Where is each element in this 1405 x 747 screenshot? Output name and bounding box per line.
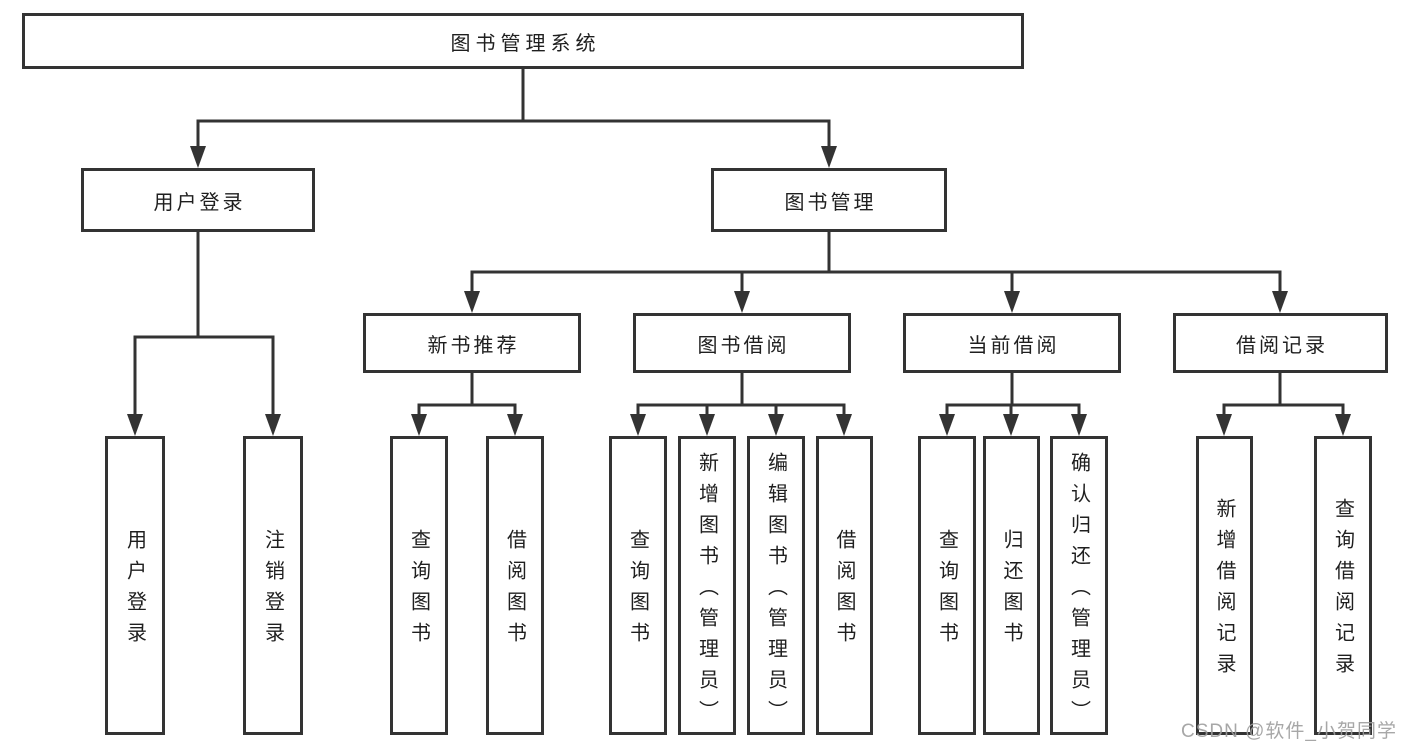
arrowhead [507, 414, 523, 436]
connector-borrow-records-split [1222, 373, 1345, 418]
leaf-cb-return-books-label: 归还图书 [1000, 529, 1022, 653]
arrowhead [1004, 291, 1020, 313]
leaf-cb-query-books: 查询图书 [918, 436, 976, 735]
leaf-bb-edit-books-admin-label: 编辑图书（管理员） [764, 451, 787, 731]
node-current-borrow: 当前借阅 [903, 313, 1121, 373]
leaf-br-add-record: 新增借阅记录 [1196, 436, 1253, 735]
arrowhead [734, 291, 750, 313]
arrowhead [1216, 414, 1232, 436]
arrowhead [127, 414, 143, 436]
node-user-login-label: 用户登录 [153, 191, 246, 214]
leaf-logout: 注销登录 [243, 436, 303, 735]
arrowhead [821, 146, 837, 168]
node-new-book-rec: 新书推荐 [363, 313, 581, 373]
arrowheads [127, 146, 1351, 436]
leaf-br-query-record: 查询借阅记录 [1314, 436, 1372, 735]
leaf-br-add-record-label: 新增借阅记录 [1213, 498, 1235, 684]
connector-book-borrow-split [636, 373, 846, 418]
arrowhead [190, 146, 206, 168]
arrowhead [1003, 414, 1019, 436]
node-user-login: 用户登录 [81, 168, 315, 232]
leaf-rec-borrow-books: 借阅图书 [486, 436, 544, 735]
leaf-bb-query-books: 查询图书 [609, 436, 667, 735]
arrowhead [768, 414, 784, 436]
node-current-borrow-label: 当前借阅 [967, 334, 1060, 357]
leaf-rec-query-books: 查询图书 [390, 436, 448, 735]
leaf-cb-confirm-return-admin-label: 确认归还（管理员） [1067, 451, 1090, 731]
connector-root-split [196, 69, 831, 150]
node-book-borrow-label: 图书借阅 [697, 334, 790, 357]
leaf-bb-borrow-books: 借阅图书 [816, 436, 873, 735]
leaf-bb-edit-books-admin: 编辑图书（管理员） [747, 436, 805, 735]
leaf-cb-confirm-return-admin: 确认归还（管理员） [1050, 436, 1108, 735]
connector-book-mgmt-split [470, 232, 1282, 295]
arrowhead [1335, 414, 1351, 436]
node-root: 图书管理系统 [22, 13, 1024, 69]
arrowhead [630, 414, 646, 436]
leaf-br-query-record-label: 查询借阅记录 [1331, 498, 1354, 684]
node-borrow-records-label: 借阅记录 [1236, 334, 1328, 357]
arrowhead [265, 414, 281, 436]
leaf-cb-return-books: 归还图书 [983, 436, 1040, 735]
node-book-borrow: 图书借阅 [633, 313, 851, 373]
leaf-logout-label: 注销登录 [261, 529, 284, 653]
leaf-user-login-label: 用户登录 [123, 529, 146, 653]
arrowhead [411, 414, 427, 436]
connector-new-book-rec-split [417, 373, 517, 418]
arrowhead [1071, 414, 1087, 436]
node-new-book-rec-label: 新书推荐 [427, 334, 520, 357]
node-book-mgmt: 图书管理 [711, 168, 947, 232]
arrowhead [836, 414, 852, 436]
leaf-user-login: 用户登录 [105, 436, 165, 735]
leaf-rec-borrow-books-label: 借阅图书 [503, 529, 526, 653]
leaf-bb-borrow-books-label: 借阅图书 [833, 529, 855, 653]
leaf-bb-add-books-admin: 新增图书（管理员） [678, 436, 736, 735]
arrowhead [464, 291, 480, 313]
leaf-rec-query-books-label: 查询图书 [407, 529, 430, 653]
arrowhead [699, 414, 715, 436]
arrowhead [939, 414, 955, 436]
csdn-watermark: CSDN @软件_小贺同学 [1181, 721, 1397, 742]
leaf-bb-add-books-admin-label: 新增图书（管理员） [695, 451, 718, 731]
leaf-cb-query-books-label: 查询图书 [935, 529, 958, 653]
node-borrow-records: 借阅记录 [1173, 313, 1388, 373]
connector-user-login-split [133, 232, 275, 418]
connector-lines [133, 69, 1345, 418]
arrowhead [1272, 291, 1288, 313]
node-book-mgmt-label: 图书管理 [784, 191, 877, 214]
leaf-bb-query-books-label: 查询图书 [626, 529, 649, 653]
node-root-label: 图书管理系统 [450, 32, 601, 55]
connector-current-borrow-split [945, 373, 1081, 418]
